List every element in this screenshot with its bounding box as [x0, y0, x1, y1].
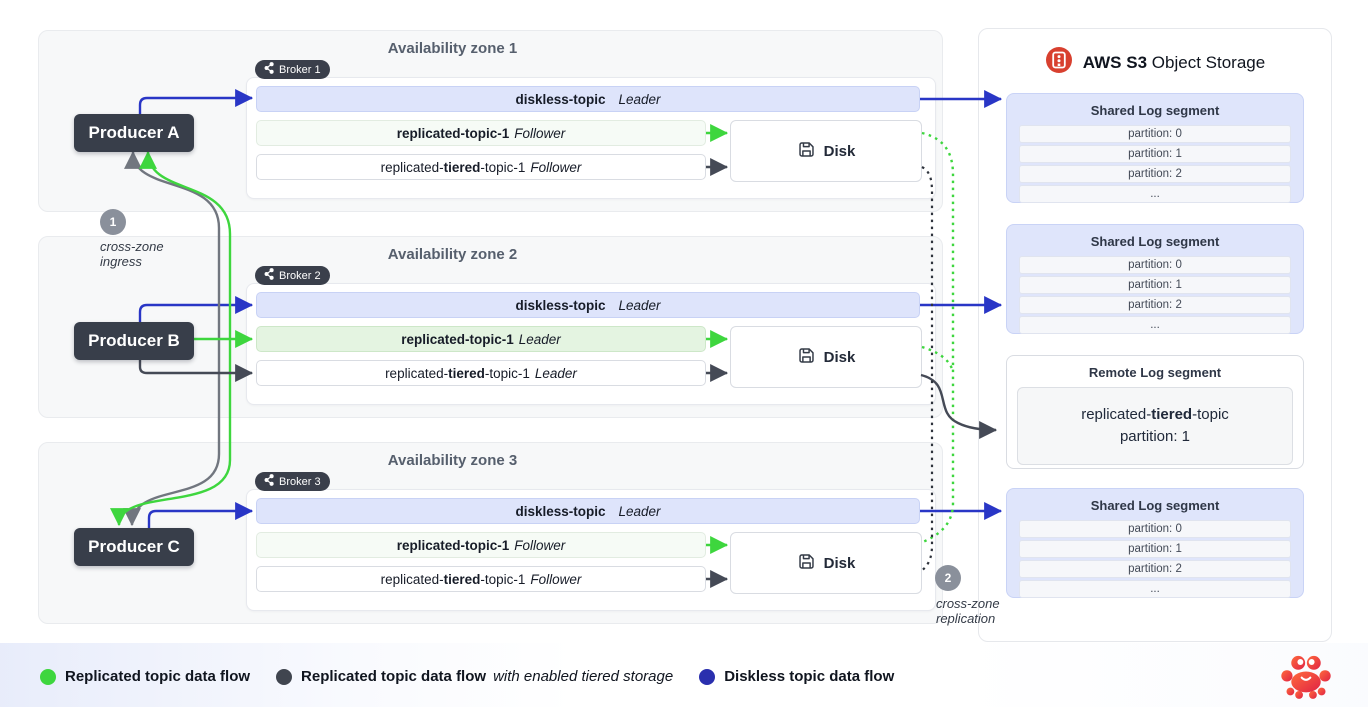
partition-row: partition: 1 — [1019, 145, 1291, 163]
dark-dot-icon — [276, 668, 293, 685]
topic-role: Follower — [514, 537, 566, 553]
s3-bucket-icon — [1045, 46, 1073, 79]
disk-label: Disk — [823, 348, 856, 366]
shared-log-segment-2: Shared Log segment partition: 0 partitio… — [1006, 224, 1304, 334]
topic-role: Leader — [534, 365, 577, 381]
kafka-icon — [264, 474, 274, 489]
zone2-tiered-topic-bar: replicated-tiered-topic-1 Leader — [256, 360, 706, 386]
remote-log-content: replicated-tiered-topic partition: 1 — [1017, 387, 1293, 465]
floppy-disk-icon — [797, 346, 816, 369]
remote-log-segment: Remote Log segment replicated-tiered-top… — [1006, 355, 1304, 469]
redpanda-crab-icon — [1280, 651, 1332, 704]
partition-row: partition: 2 — [1019, 165, 1291, 183]
partition-row: ... — [1019, 185, 1291, 203]
legend-item-tiered: Replicated topic data flow with enabled … — [276, 668, 673, 685]
green-dot-icon — [40, 668, 56, 685]
shared-log-segment-1: Shared Log segment partition: 0 partitio… — [1006, 93, 1304, 203]
disk-label: Disk — [823, 554, 856, 572]
broker-1-badge: Broker 1 — [255, 60, 330, 79]
partition-row: partition: 0 — [1019, 256, 1291, 274]
kafka-icon — [264, 268, 274, 283]
blue-dot-icon — [699, 668, 716, 685]
annotation-1-badge: 1 — [100, 209, 126, 235]
topic-name-bold: diskless-topic — [515, 91, 606, 107]
producer-c-box: Producer C — [74, 528, 194, 566]
topic-role: Follower — [514, 125, 566, 141]
availability-zone-3-title: Availability zone 3 — [387, 452, 518, 469]
broker-3-label: Broker 3 — [279, 475, 321, 488]
annotation-2-badge: 2 — [935, 565, 961, 591]
partition-row: ... — [1019, 316, 1291, 334]
zone3-diskless-topic-bar: diskless-topic Leader — [256, 498, 920, 524]
zone1-replicated-topic-bar: replicated-topic-1 Follower — [256, 120, 706, 146]
producer-b-box: Producer B — [74, 322, 194, 360]
topic-role: Follower — [530, 571, 582, 587]
topic-role: Leader — [618, 503, 661, 519]
partition-row: partition: 1 — [1019, 540, 1291, 558]
zone1-disk-box: Disk — [730, 120, 922, 182]
annotation-2-caption: cross-zone replication — [936, 596, 1000, 626]
topic-role: Leader — [518, 331, 561, 347]
topic-role: Leader — [618, 297, 661, 313]
broker-1-label: Broker 1 — [279, 63, 321, 76]
aws-s3-header: AWS S3 Object Storage — [978, 46, 1332, 79]
partition-row: partition: 2 — [1019, 560, 1291, 578]
shared-log-segment-3: Shared Log segment partition: 0 partitio… — [1006, 488, 1304, 598]
zone3-tiered-topic-bar: replicated-tiered-topic-1 Follower — [256, 566, 706, 592]
zone3-replicated-topic-bar: replicated-topic-1 Follower — [256, 532, 706, 558]
legend-item-replicated: Replicated topic data flow — [40, 668, 250, 685]
topic-role: Leader — [618, 91, 661, 107]
s3-title-rest: Object Storage — [1151, 52, 1266, 72]
zone2-replicated-topic-bar: replicated-topic-1 Leader — [256, 326, 706, 352]
broker-2-label: Broker 2 — [279, 269, 321, 282]
partition-row: partition: 0 — [1019, 125, 1291, 143]
floppy-disk-icon — [797, 552, 816, 575]
floppy-disk-icon — [797, 140, 816, 163]
zone3-disk-box: Disk — [730, 532, 922, 594]
topic-role: Follower — [530, 159, 582, 175]
broker-3-badge: Broker 3 — [255, 472, 330, 491]
legend: Replicated topic data flow Replicated to… — [40, 668, 894, 685]
annotation-1-caption: cross-zone ingress — [100, 239, 164, 269]
s3-title-bold: AWS S3 — [1082, 52, 1148, 72]
partition-row: partition: 1 — [1019, 276, 1291, 294]
partition-row: ... — [1019, 580, 1291, 598]
broker-2-badge: Broker 2 — [255, 266, 330, 285]
zone2-disk-box: Disk — [730, 326, 922, 388]
availability-zone-1-title: Availability zone 1 — [387, 40, 518, 57]
partition-row: partition: 2 — [1019, 296, 1291, 314]
kafka-icon — [264, 62, 274, 77]
disk-label: Disk — [823, 142, 856, 160]
producer-a-box: Producer A — [74, 114, 194, 152]
zone2-diskless-topic-bar: diskless-topic Leader — [256, 292, 920, 318]
bottom-gradient-decoration — [0, 643, 1368, 707]
partition-row: partition: 0 — [1019, 520, 1291, 538]
zone1-tiered-topic-bar: replicated-tiered-topic-1 Follower — [256, 154, 706, 180]
availability-zone-2-title: Availability zone 2 — [387, 246, 518, 263]
zone1-diskless-topic-bar: diskless-topic Leader — [256, 86, 920, 112]
legend-item-diskless: Diskless topic data flow — [699, 668, 894, 685]
